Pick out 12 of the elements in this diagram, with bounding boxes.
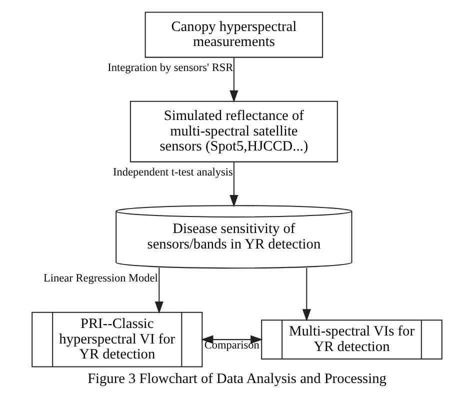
arrow bbox=[230, 58, 238, 103]
edge-label: Linear Regression Model bbox=[44, 272, 158, 285]
arrow bbox=[200, 335, 263, 344]
arrow bbox=[230, 162, 238, 208]
edge-label: Integration by sensors' RSR bbox=[108, 62, 234, 74]
edge-label: Comparison bbox=[204, 340, 260, 352]
node-box: Simulated reflectance of multi-spectral satellite sensors (Spot5,HJCCD...) bbox=[130, 100, 338, 162]
arrow bbox=[302, 268, 311, 322]
node-box: Canopy hyperspectral measurements bbox=[144, 12, 324, 58]
caption: Figure 3 Flowchart of Data Analysis and Processing bbox=[88, 370, 386, 387]
edge-label: Independent t-test analysis bbox=[112, 166, 233, 178]
arrow bbox=[154, 268, 164, 314]
